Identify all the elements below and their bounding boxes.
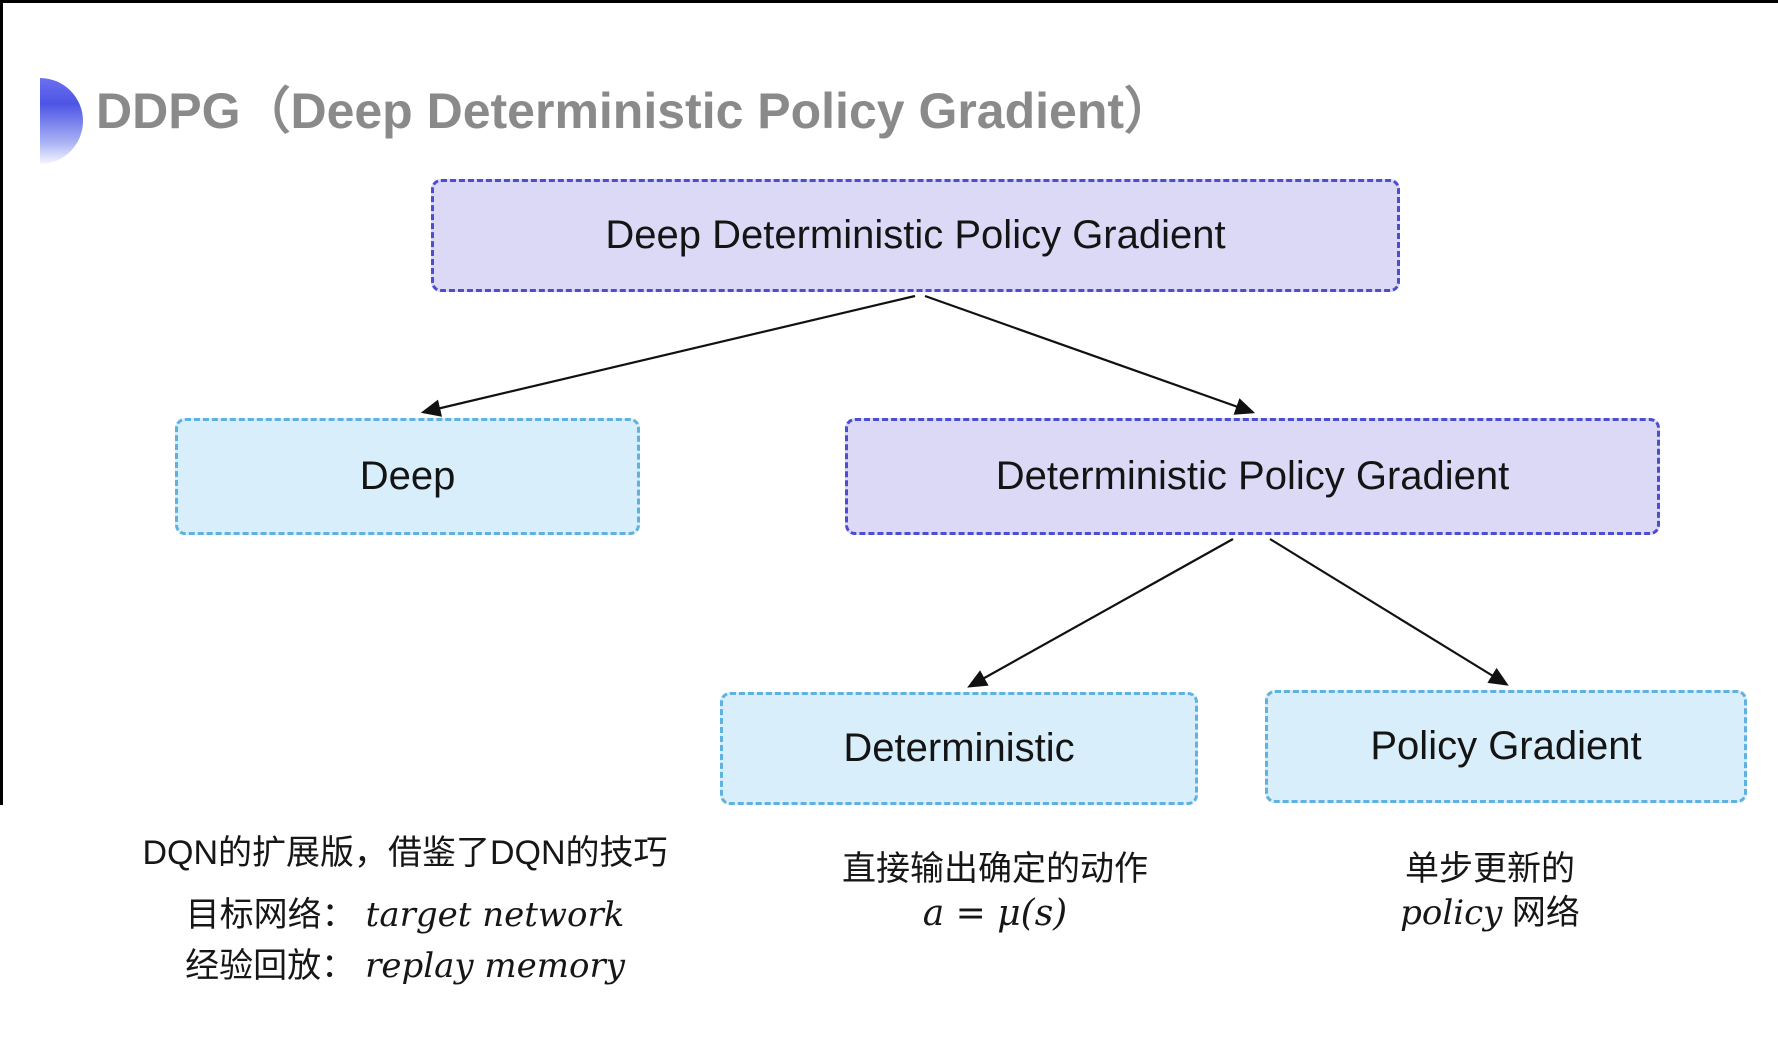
node-deterministic-policy-gradient: Deterministic Policy Gradient [845,418,1660,535]
note-deep-dqn: DQN的扩展版，借鉴了DQN的技巧 目标网络：target network 经验… [130,836,680,1000]
node-label: Policy Gradient [1370,724,1642,768]
note-deterministic-action: 直接输出确定的动作 a = μ(s) [760,852,1230,942]
note-label-target-network: 目标网络： [185,896,356,934]
note-line-dqn-extension: DQN的扩展版，借鉴了DQN的技巧 [142,834,668,872]
note-label-replay-memory: 经验回放： [185,947,356,985]
node-deep: Deep [175,418,640,535]
node-label: Deterministic [843,726,1075,770]
left-border-line [0,0,3,805]
node-label: Deep [359,454,456,498]
note-line-deterministic-output: 直接输出确定的动作 [842,850,1148,888]
top-border-line [0,0,1778,3]
note-formula-a-mu-s: a = μ(s) [922,893,1068,934]
node-deterministic: Deterministic [720,692,1198,805]
note-policy-network: 单步更新的 policy 网络 [1290,852,1690,940]
node-label: Deep Deterministic Policy Gradient [605,213,1226,257]
edge-ddpg-to-dpg [924,294,1256,415]
note-value-policy: policy [1400,893,1503,933]
note-line-replay-memory: 经验回放：replay memory [130,949,680,983]
note-value-replay-memory: replay memory [365,946,625,986]
edge-dpg-to-det [967,538,1234,688]
page-title: DDPG（Deep Deterministic Policy Gradient） [96,83,1175,139]
note-value-target-network: target network [365,895,625,935]
node-label: Deterministic Policy Gradient [995,454,1510,498]
note-line-target-network: 目标网络：target network [130,898,680,932]
title-bullet-icon [40,78,83,164]
edge-ddpg-to-deep [420,294,916,417]
node-policy-gradient: Policy Gradient [1265,690,1747,803]
edge-dpg-to-pg [1269,538,1509,686]
note-line-single-step-update: 单步更新的 [1405,850,1575,888]
note-suffix-network: 网络 [1502,894,1580,932]
note-line-policy-network: policy 网络 [1290,896,1690,930]
node-deep-deterministic-policy-gradient: Deep Deterministic Policy Gradient [431,179,1400,292]
